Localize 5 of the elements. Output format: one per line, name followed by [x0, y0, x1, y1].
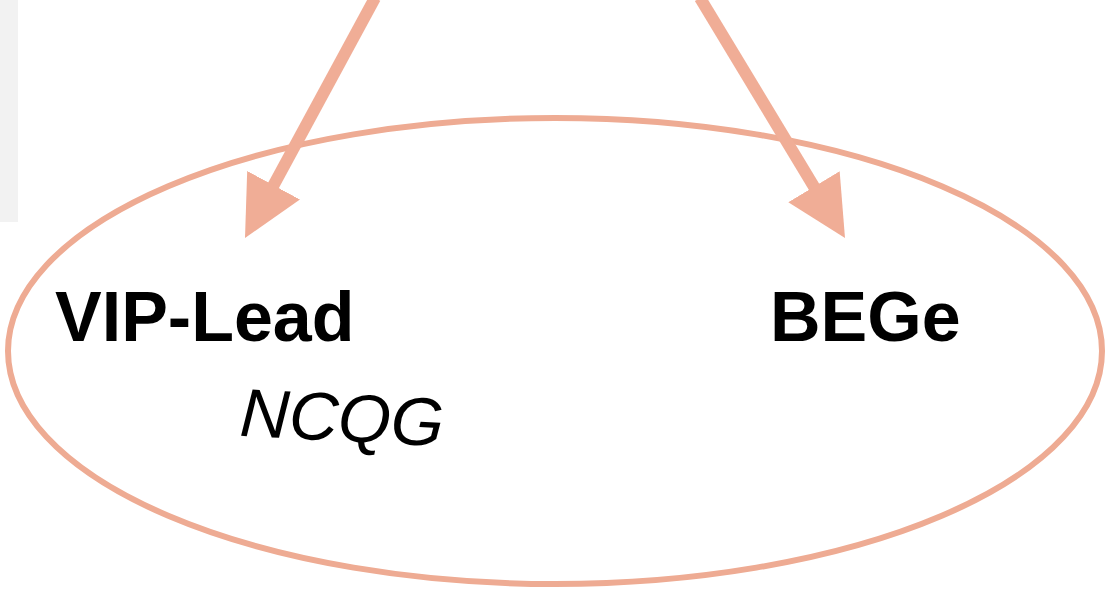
node-caption: NCQG: [238, 377, 446, 457]
node-label: BEGe: [770, 277, 961, 352]
arrow: [245, 0, 381, 238]
arrow: [694, 0, 845, 238]
node-label: VIP-Lead: [55, 277, 355, 352]
